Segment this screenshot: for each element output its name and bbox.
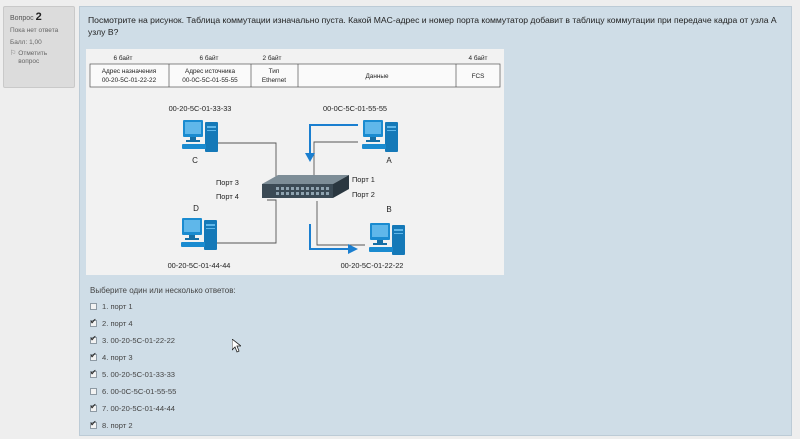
computer-b-icon [369,223,405,255]
size-label: 2 байт [263,54,282,62]
question-label: Вопрос [10,15,34,22]
option-label: 1. порт 1 [102,302,133,311]
port-label: Порт 3 [216,178,239,187]
question-status: Пока нет ответа [10,27,59,34]
mac-a-label: 00-0C-5C-01-55-55 [323,104,387,113]
question-number-line: Вопрос 2 [10,11,68,23]
answer-option[interactable]: 5. 00-20-5C-01-33-33 [90,366,176,383]
table-header: Адрес источника [185,68,235,75]
option-label: 4. порт 3 [102,353,133,362]
mac-b-label: 00-20-5C-01-22-22 [341,261,404,270]
answers-prompt: Выберите один или несколько ответов: [90,286,236,295]
option-checkbox[interactable] [90,351,97,361]
answer-option[interactable]: 6. 00-0C-5C-01-55-55 [90,383,176,400]
node-a-label: A [386,156,392,165]
frame-format-table: 6 байт 6 байт 2 байт 4 байт Адрес назнач… [89,54,501,88]
mac-d-label: 00-20-5C-01-44-44 [168,261,231,270]
size-label: 6 байт [114,54,133,62]
table-cell: Ethernet [262,77,286,84]
option-label: 2. порт 4 [102,319,133,328]
question-number: 2 [35,11,42,23]
answer-option[interactable]: 1. порт 1 [90,298,176,315]
computer-c-icon [182,120,218,152]
table-header: Данные [365,73,389,80]
answer-options: 1. порт 1 2. порт 4 3. 00-20-5C-01-22-22… [90,298,176,434]
table-cell: 00-20-5C-01-22-22 [102,77,157,84]
network-switch [262,175,349,198]
mac-c-label: 00-20-5C-01-33-33 [169,104,232,113]
port-label: Порт 1 [352,175,375,184]
node-d-label: D [193,204,199,213]
frame-direction-arrows [305,124,358,254]
network-diagram: 6 байт 6 байт 2 байт 4 байт Адрес назнач… [86,49,504,275]
mouse-cursor-icon [232,339,241,353]
option-checkbox[interactable] [90,419,97,429]
network-diagram-svg: 6 байт 6 байт 2 байт 4 байт Адрес назнач… [89,54,501,270]
option-checkbox[interactable] [90,317,97,327]
option-label: 5. 00-20-5C-01-33-33 [102,370,176,379]
option-checkbox[interactable] [90,368,97,378]
answer-option[interactable]: 7. 00-20-5C-01-44-44 [90,400,176,417]
option-checkbox[interactable] [90,303,97,310]
option-checkbox[interactable] [90,334,97,344]
port-label: Порт 2 [352,190,375,199]
answer-option[interactable]: 4. порт 3 [90,349,176,366]
question-info-panel: Вопрос 2 Пока нет ответа Балл: 1,00 ⚐ От… [3,6,75,88]
question-score: Балл: 1,00 [10,39,42,46]
computer-d-icon [181,218,217,250]
table-cell: 00-0C-5C-01-55-55 [182,77,238,84]
option-checkbox[interactable] [90,388,97,395]
question-content: Посмотрите на рисунок. Таблица коммутаци… [79,6,792,436]
arrow-from-a [309,124,358,155]
port-label: Порт 4 [216,192,239,201]
table-header: Тип [269,68,280,75]
node-c-label: C [192,156,198,165]
answer-option[interactable]: 2. порт 4 [90,315,176,332]
option-label: 8. порт 2 [102,421,133,430]
flag-question-link[interactable]: ⚐ Отметить вопрос [10,50,68,66]
size-label: 4 байт [469,54,488,62]
option-label: 7. 00-20-5C-01-44-44 [102,404,176,413]
answer-option[interactable]: 8. порт 2 [90,417,176,434]
table-header: Адрес назначения [102,68,157,75]
option-label: 3. 00-20-5C-01-22-22 [102,336,176,345]
size-label: 6 байт [200,54,219,62]
flag-icon: ⚐ [10,50,17,57]
question-text: Посмотрите на рисунок. Таблица коммутаци… [88,15,777,37]
node-b-label: B [386,205,391,214]
arrow-to-b [309,224,350,250]
computer-a-icon [362,120,398,152]
option-checkbox[interactable] [90,402,97,412]
flag-question-label: Отметить вопрос [18,50,48,65]
answer-option[interactable]: 3. 00-20-5C-01-22-22 [90,332,176,349]
option-label: 6. 00-0C-5C-01-55-55 [102,387,177,396]
table-header: FCS [472,73,485,80]
